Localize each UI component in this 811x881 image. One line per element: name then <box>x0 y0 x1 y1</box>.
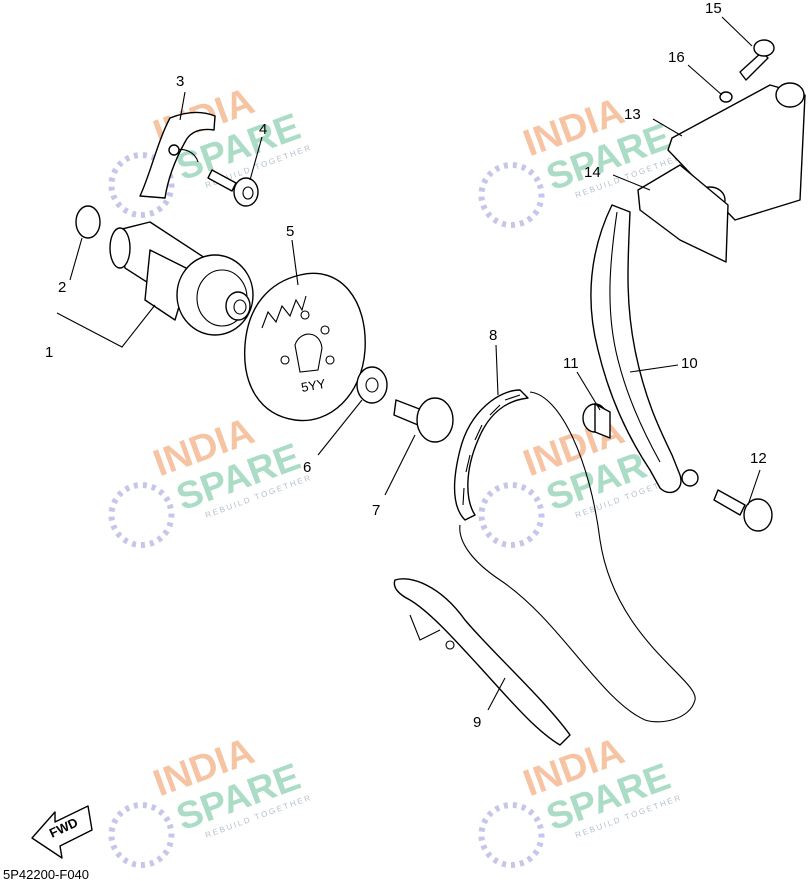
part-chain-guide <box>393 578 571 746</box>
part-washer-16 <box>719 91 733 103</box>
watermark: INDIA SPARE REBUILD TOGETHER <box>478 730 683 869</box>
part-camshaft <box>109 221 254 336</box>
part-collar <box>582 403 611 439</box>
part-sprocket-bolt <box>393 397 454 443</box>
part-cam-sprocket: 5YY <box>243 272 366 422</box>
callout-1: 1 <box>45 344 53 361</box>
callout-13: 13 <box>624 106 641 123</box>
leader-lines <box>56 16 761 711</box>
part-washer <box>356 366 388 404</box>
part-o-ring <box>75 205 101 239</box>
callout-4: 4 <box>259 121 267 138</box>
drawing-code: 5P42200-F040 <box>3 867 89 881</box>
callout-5: 5 <box>286 223 294 240</box>
watermark: INDIA SPARE REBUILD TOGETHER <box>108 80 313 219</box>
part-bolt-15 <box>739 39 775 81</box>
fwd-arrow-icon: FWD <box>31 805 93 859</box>
watermark: INDIA SPARE REBUILD TOGETHER <box>108 410 313 549</box>
part-gasket <box>637 164 729 263</box>
callout-10: 10 <box>681 355 698 372</box>
callout-6: 6 <box>303 459 311 476</box>
callout-2: 2 <box>58 279 66 296</box>
part-tensioner-guide <box>590 204 699 493</box>
callout-11: 11 <box>563 355 579 372</box>
watermark: INDIA SPARE REBUILD TOGETHER <box>108 730 313 869</box>
part-decomp-lever <box>139 111 216 199</box>
part-bolt-12 <box>713 489 773 532</box>
part-bolt-4 <box>207 169 259 207</box>
part-cam-chain <box>453 389 696 723</box>
watermark: INDIA SPARE REBUILD TOGETHER <box>478 90 683 229</box>
callout-15: 15 <box>705 0 722 17</box>
callout-16: 16 <box>668 49 685 66</box>
callout-9: 9 <box>473 714 481 731</box>
callout-8: 8 <box>489 327 497 344</box>
callout-12: 12 <box>750 450 767 467</box>
callout-14: 14 <box>584 164 601 181</box>
callout-7: 7 <box>372 502 380 519</box>
callout-3: 3 <box>176 73 184 90</box>
gear-marking: 5YY <box>300 376 327 395</box>
